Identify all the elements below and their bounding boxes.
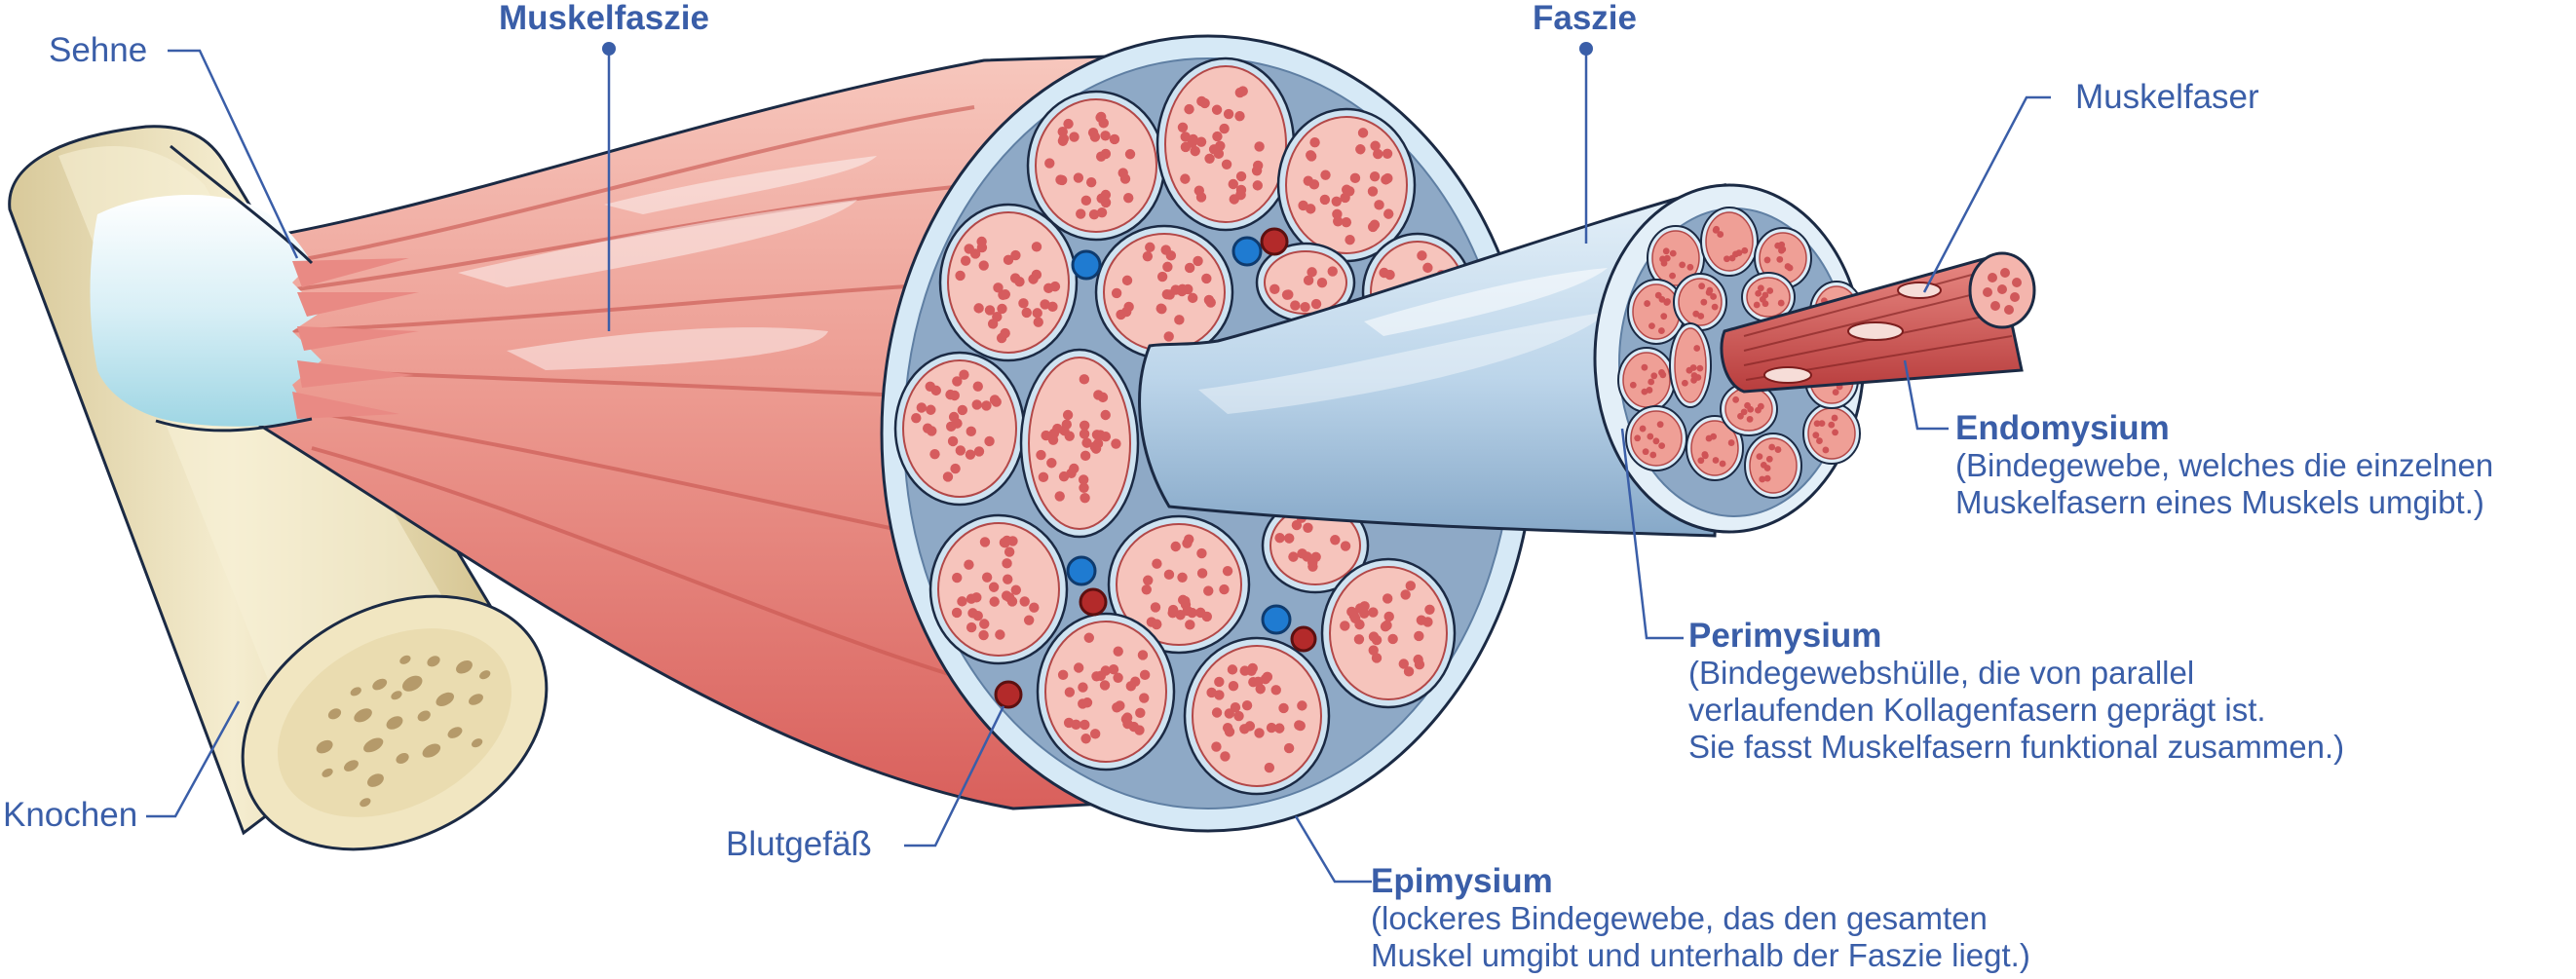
fascicle <box>928 513 1069 665</box>
artery <box>1290 625 1317 653</box>
leader-endomysium <box>1903 359 1949 431</box>
label-perimysium: Perimysium <box>1688 617 1882 655</box>
fiber-bundle <box>1627 279 1686 345</box>
label-knochen: Knochen <box>3 796 138 834</box>
fascicle <box>1320 557 1457 709</box>
fascicle <box>1255 242 1356 323</box>
spongy-bone-pores <box>316 655 491 808</box>
desc-epimysium-line: Muskel umgibt und unterhalb der Faszie l… <box>1371 937 2030 973</box>
tendon <box>90 144 419 433</box>
fascicle <box>1261 497 1370 594</box>
leader-perimysium <box>1620 428 1684 640</box>
leader-epimysium <box>1294 815 1372 884</box>
fascicle <box>938 203 1079 362</box>
fascicle <box>1094 224 1234 360</box>
fiber-bundle <box>1802 402 1861 465</box>
fascicles <box>893 56 1474 796</box>
dot-faszie <box>1579 42 1593 56</box>
artery <box>994 680 1023 709</box>
artery <box>1260 227 1289 256</box>
fiber-bundle <box>1700 207 1759 277</box>
fascicle <box>1155 56 1296 232</box>
label-endomysium: Endomysium <box>1955 409 2170 447</box>
desc-epimysium-line: (lockeres Bindegewebe, das den gesamten <box>1371 900 1988 936</box>
blood-vessels <box>994 227 1317 709</box>
fascicle <box>1026 90 1166 242</box>
single-muscle-fiber <box>1720 251 2036 394</box>
fiber-bundle <box>1673 273 1727 331</box>
fiber-bundle <box>1720 382 1778 436</box>
label-muskelfaszie: Muskelfaszie <box>499 0 709 37</box>
label-muskelfaser: Muskelfaser <box>2075 78 2259 116</box>
label-faszie: Faszie <box>1533 0 1637 37</box>
fascicle <box>1276 107 1417 263</box>
desc-epimysium: (lockeres Bindegewebe, das den gesamten … <box>1371 900 2030 974</box>
fiber-bundle <box>1741 272 1796 322</box>
desc-endomysium-line: (Bindegewebe, welches die einzelnen <box>1955 447 2494 483</box>
vein <box>1231 236 1263 267</box>
tendon-muscle-junction <box>292 258 419 419</box>
fascicle <box>1019 348 1140 539</box>
muscle-belly <box>188 55 1108 810</box>
fiber-bundle <box>1647 225 1705 291</box>
fiber-bundle <box>1617 347 1676 413</box>
artery <box>1079 587 1108 617</box>
vein <box>1261 604 1292 635</box>
label-blutgefaess: Blutgefäß <box>726 825 872 863</box>
leader-blutgefaess <box>904 705 1005 847</box>
label-epimysium: Epimysium <box>1371 862 1553 900</box>
vein <box>1066 555 1097 586</box>
leader-muskelfaser <box>1922 95 2051 293</box>
leader-lines <box>146 49 2051 884</box>
fascicle <box>1107 514 1251 655</box>
desc-endomysium-line: Muskelfasern eines Muskels umgibt.) <box>1955 484 2484 520</box>
label-sehne: Sehne <box>49 31 148 69</box>
fascicle <box>1183 636 1331 796</box>
desc-perimysium: (Bindegewebshülle, die von parallel verl… <box>1688 655 2344 766</box>
fiber-bundle <box>1625 405 1687 471</box>
desc-perimysium-line: verlaufenden Kollagenfasern geprägt ist. <box>1688 692 2266 728</box>
leader-knochen <box>146 700 241 818</box>
fiber-bundle <box>1669 322 1712 408</box>
desc-endomysium: (Bindegewebe, welches die einzelnen Musk… <box>1955 447 2493 521</box>
fiber-bundle <box>1686 415 1744 481</box>
leader-sehne <box>168 49 299 259</box>
fascicle <box>893 351 1026 507</box>
fiber-bundle <box>1744 433 1802 499</box>
vein <box>1071 249 1102 281</box>
desc-perimysium-line: (Bindegewebshülle, die von parallel <box>1688 655 2195 691</box>
desc-perimysium-line: Sie fasst Muskelfasern funktional zusamm… <box>1688 729 2345 765</box>
dot-muskelfaszie <box>602 42 616 56</box>
fascicle <box>1036 612 1176 772</box>
